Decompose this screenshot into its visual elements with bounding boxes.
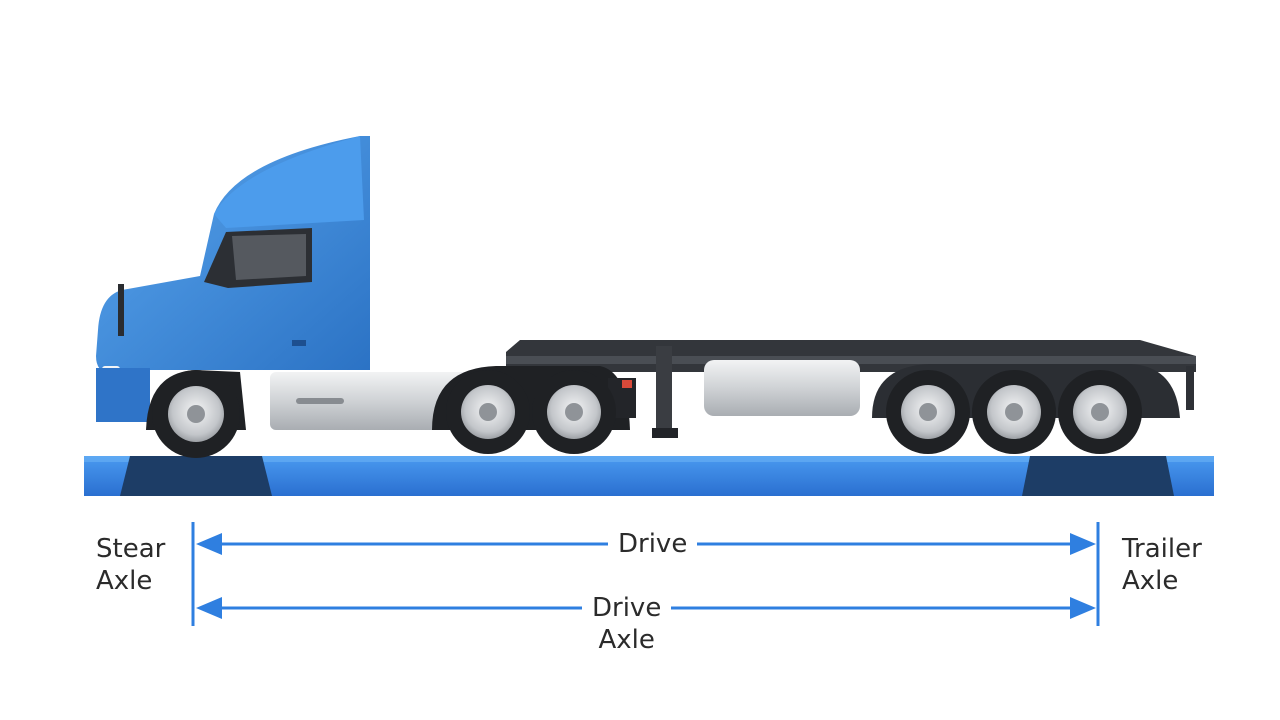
- trailer-tank: [704, 360, 860, 416]
- trailer-label-line1: Trailer: [1122, 534, 1202, 564]
- drive-axle-line2: Axle: [598, 625, 655, 655]
- drive-axle-line1: Drive: [592, 593, 662, 623]
- drive-wheel-1: [446, 370, 530, 454]
- drive-top-label: Drive: [608, 528, 698, 560]
- trailer-label-line2: Axle: [1122, 566, 1179, 596]
- steer-scale-pad: [120, 456, 272, 496]
- exhaust-stack: [118, 284, 124, 336]
- steer-wheel: [152, 370, 240, 458]
- tractor-cab: [96, 136, 370, 430]
- drive-wheel-2: [532, 370, 616, 454]
- trailer-scale-pad: [1022, 456, 1174, 496]
- landing-gear: [656, 346, 672, 430]
- wheels: [152, 370, 1142, 458]
- trailer-wheel-3: [1058, 370, 1142, 454]
- trailer-axle-label: Trailer Axle: [1122, 533, 1202, 597]
- steer-label-line1: Stear: [96, 534, 166, 564]
- steer-label-line2: Axle: [96, 566, 153, 596]
- trailer-wheel-2: [972, 370, 1056, 454]
- trailer-wheel-1: [886, 370, 970, 454]
- steer-axle-label: Stear Axle: [96, 533, 165, 597]
- drive-axle-label: Drive Axle: [582, 592, 672, 656]
- scale-platform: [84, 456, 1214, 496]
